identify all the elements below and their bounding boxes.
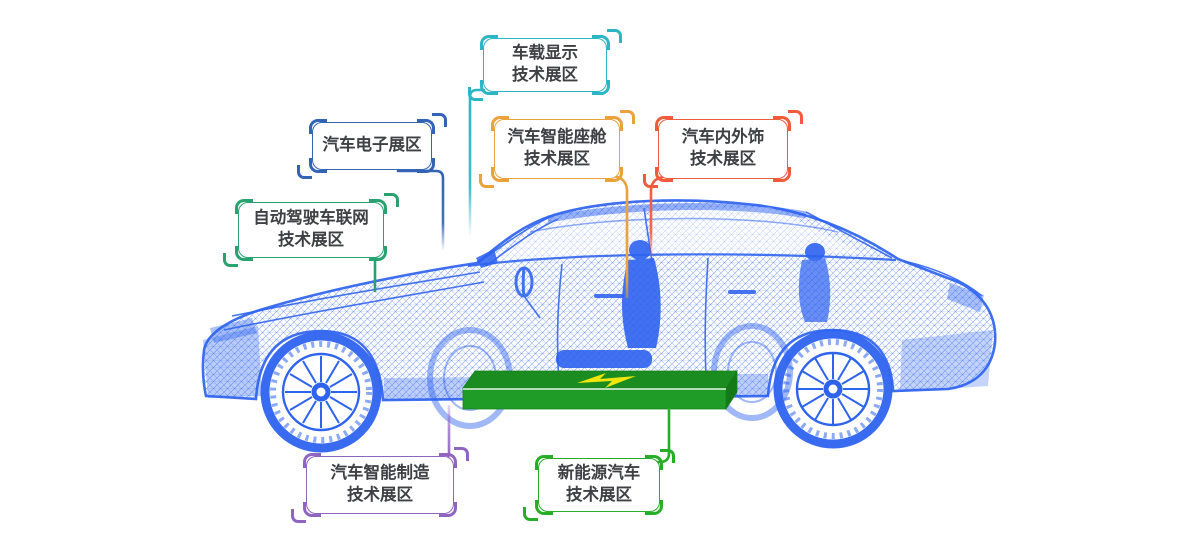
headlight <box>210 318 257 343</box>
side-mirror <box>476 249 498 268</box>
corner-bracket-icon <box>369 246 387 261</box>
frame-accent-icon <box>643 174 658 188</box>
zone-label: 汽车智能制造技术展区 <box>330 464 430 504</box>
frame-accent-icon <box>660 449 675 463</box>
lightning-bolt-icon <box>577 373 636 388</box>
frame-accent-icon <box>788 110 803 124</box>
corner-bracket-icon <box>439 502 457 517</box>
corner-bracket-icon <box>773 167 791 182</box>
zone-label: 汽车内外饰技术展区 <box>681 128 765 168</box>
corner-bracket-icon <box>605 167 623 182</box>
corner-bracket-icon <box>645 500 663 515</box>
zone-label: 自动驾驶车联网技术展区 <box>253 209 369 249</box>
frame-accent-icon <box>223 253 238 267</box>
zone-label: 汽车智能座舱技术展区 <box>507 128 607 168</box>
frame-accent-icon <box>523 507 538 521</box>
corner-bracket-icon <box>655 116 673 131</box>
zone-box-vehicle-display: 车载显示技术展区 <box>468 29 622 101</box>
corner-bracket-icon <box>417 158 435 173</box>
corner-bracket-icon <box>303 453 321 468</box>
car-details <box>210 249 984 343</box>
zone-box-auto-electronics: 汽车电子展区 <box>297 113 447 179</box>
zone-label: 车载显示技术展区 <box>512 44 578 84</box>
car-seats <box>556 240 831 368</box>
zone-box-smart-manufacturing: 汽车智能制造技术展区 <box>291 447 469 523</box>
frame-accent-icon <box>291 509 306 523</box>
frame-accent-icon <box>432 113 447 127</box>
car-seat-rear <box>805 243 825 261</box>
zone-label: 新能源汽车技术展区 <box>557 464 641 504</box>
car-seat-driver <box>629 240 651 260</box>
taillight <box>947 283 984 312</box>
zone-label: 汽车电子展区 <box>322 136 422 155</box>
zone-box-new-energy: 新能源汽车技术展区 <box>523 449 675 521</box>
battery-pack <box>462 369 738 411</box>
corner-bracket-icon <box>235 199 253 214</box>
connector-vehicle-display <box>468 88 486 239</box>
frame-accent-icon <box>479 174 494 188</box>
corner-bracket-icon <box>309 119 327 134</box>
zone-box-autonomous-driving: 自动驾驶车联网技术展区 <box>223 193 399 267</box>
connector-auto-electronics <box>396 169 445 253</box>
corner-bracket-icon <box>535 455 553 470</box>
corner-bracket-icon <box>592 80 610 95</box>
frame-accent-icon <box>607 29 622 43</box>
car-wheel-front <box>260 331 382 453</box>
corner-bracket-icon <box>480 35 498 50</box>
zone-box-interior-exterior: 汽车内外饰技术展区 <box>643 110 803 188</box>
frame-accent-icon <box>620 110 635 124</box>
frame-accent-icon <box>468 87 483 101</box>
corner-bracket-icon <box>491 116 509 131</box>
zone-box-smart-cockpit: 汽车智能座舱技术展区 <box>479 110 635 188</box>
frame-accent-icon <box>454 447 469 461</box>
frame-accent-icon <box>384 193 399 207</box>
car-wheel-rear <box>773 329 893 449</box>
frame-accent-icon <box>297 165 312 179</box>
